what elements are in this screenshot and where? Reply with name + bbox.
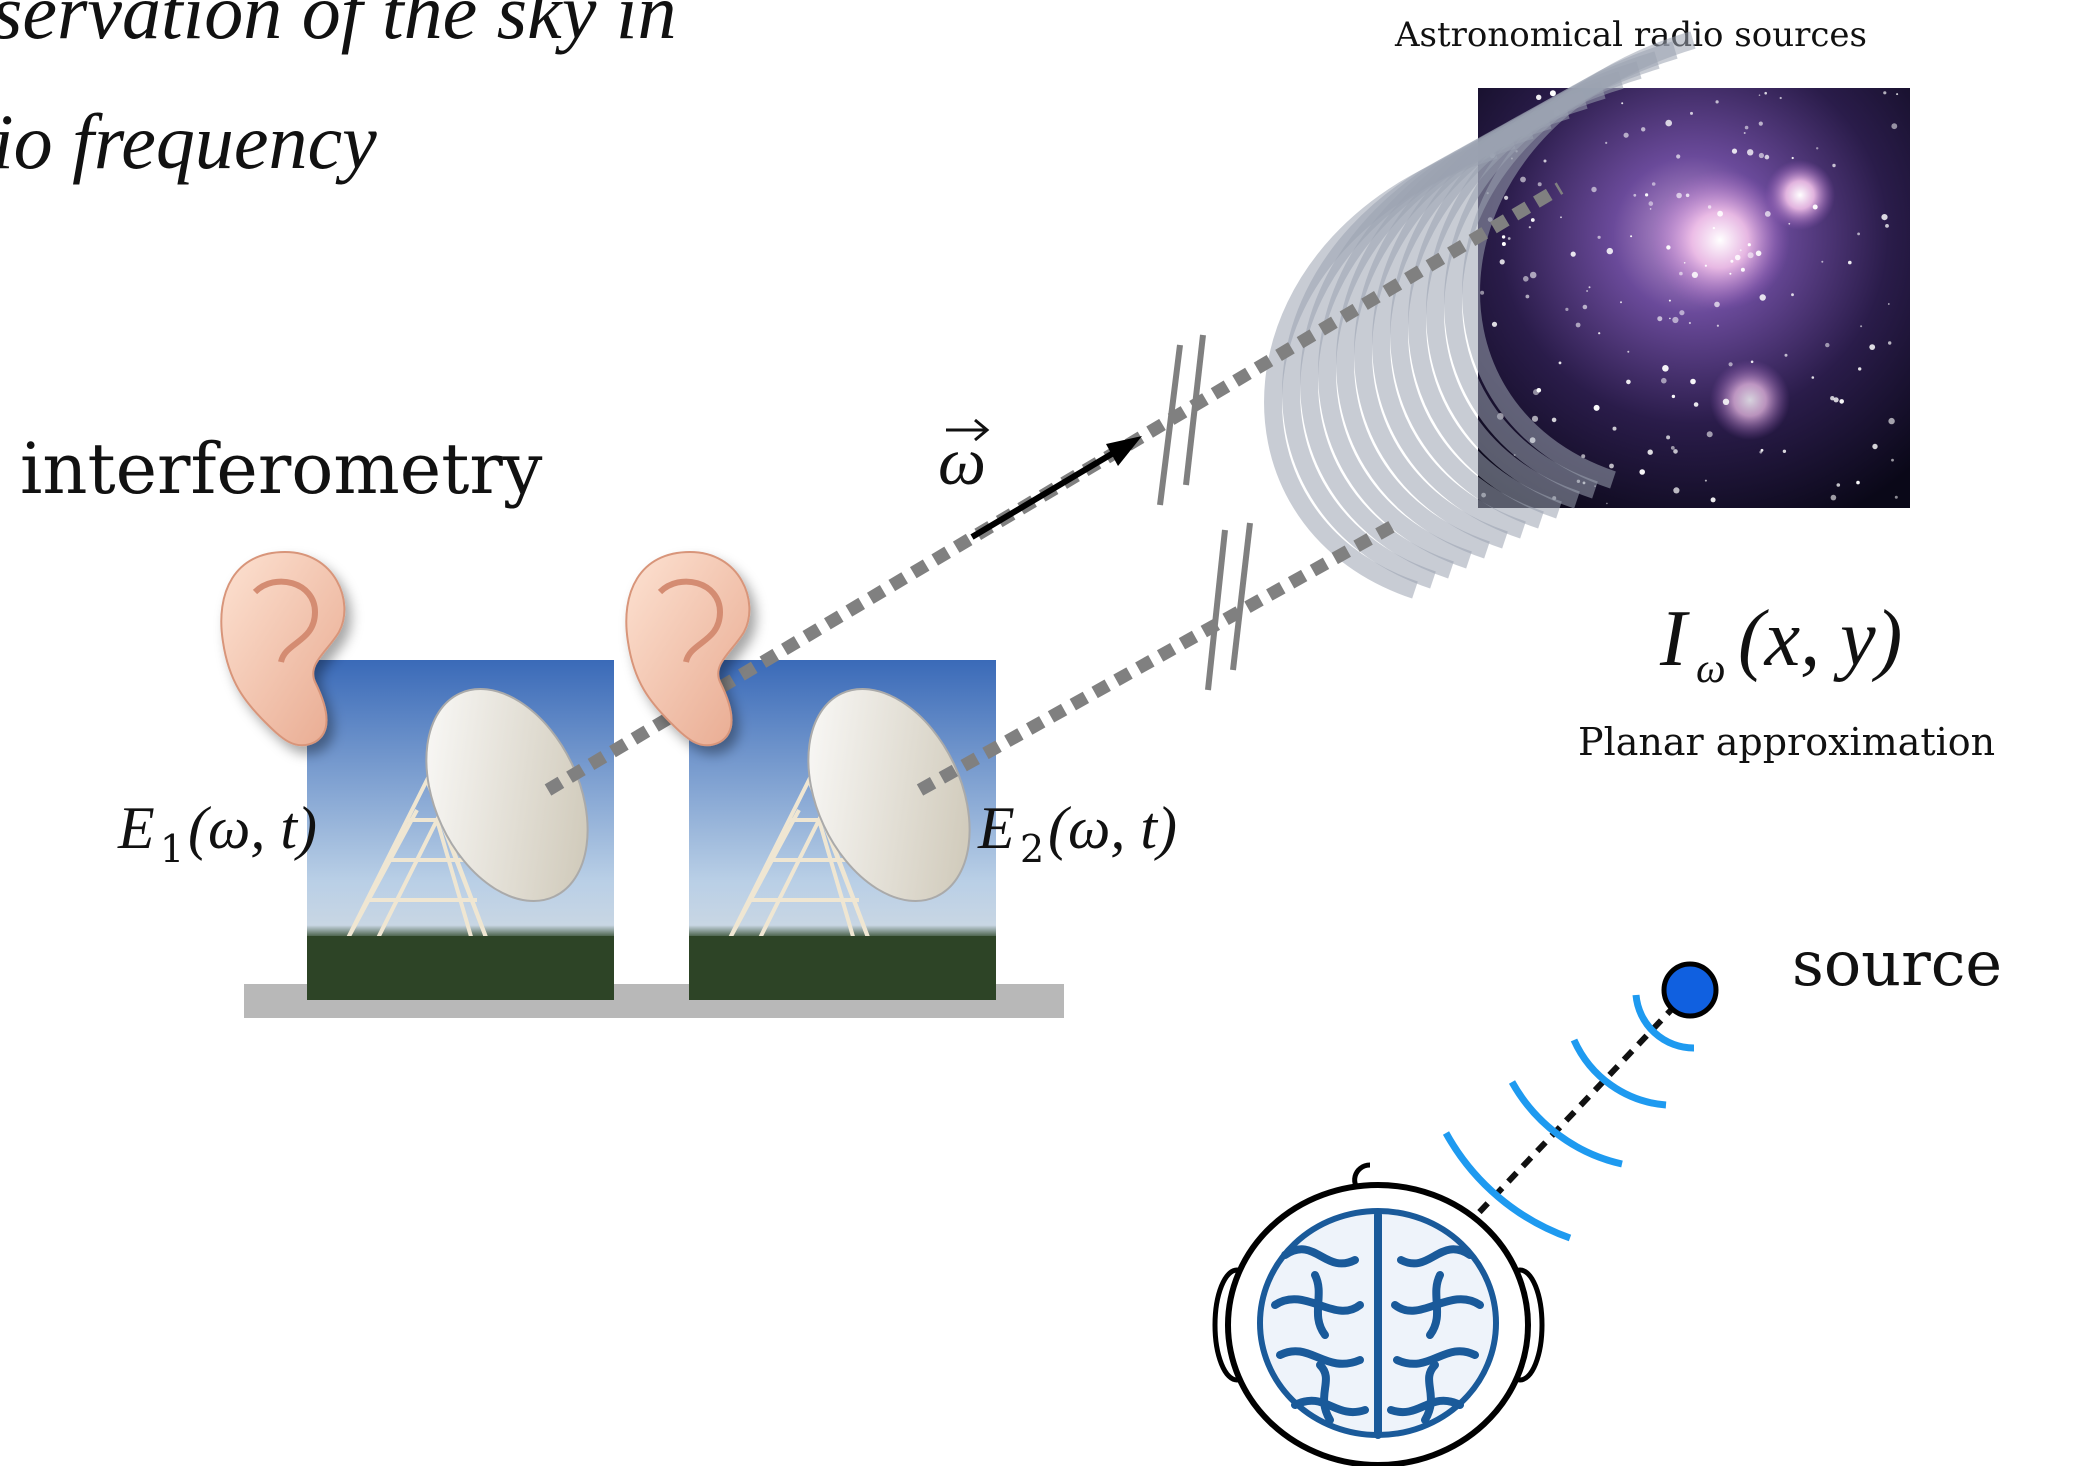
- signal-path-2: [916, 516, 1404, 796]
- ear-icon: [220, 550, 346, 747]
- svg-text:E: E: [117, 795, 155, 861]
- source-dot: [1661, 961, 1719, 1019]
- brain-head-icon: [1212, 1162, 1545, 1466]
- direction-arrow: [970, 436, 1142, 540]
- ear-icon: [625, 550, 751, 747]
- vector-arrow-icon: [946, 418, 990, 442]
- title-line-2: io frequency: [0, 98, 377, 185]
- svg-text:I: I: [1659, 595, 1690, 683]
- svg-text:(ω, t): (ω, t): [1048, 795, 1177, 861]
- sound-wave-arcs: [1442, 994, 1695, 1242]
- planar-approximation-label: Planar approximation: [1578, 720, 1995, 764]
- svg-text:ω: ω: [1696, 646, 1726, 692]
- e2-label: E 2 (ω, t): [977, 795, 1177, 871]
- wavefront-tick-marks: [1157, 334, 1253, 691]
- radio-telescope-icon: [689, 660, 996, 1000]
- svg-text:(x, y): (x, y): [1738, 595, 1902, 683]
- svg-text:1: 1: [160, 827, 184, 871]
- radio-telescope-icon: [307, 660, 614, 1000]
- interferometry-label: interferometry: [20, 428, 543, 510]
- svg-text:E: E: [977, 795, 1015, 861]
- radio-sources-label: Astronomical radio sources: [1394, 15, 1867, 55]
- title-line-1: servation of the sky in: [0, 0, 677, 55]
- svg-text:2: 2: [1020, 827, 1044, 871]
- omega-symbol: ω: [938, 423, 986, 499]
- svg-text:(ω, t): (ω, t): [188, 795, 317, 861]
- e1-label: E 1 (ω, t): [117, 795, 317, 871]
- intensity-label: I ω (x, y): [1659, 595, 1902, 692]
- wavefront-arcs: [1264, 31, 1696, 599]
- source-label: source: [1792, 927, 2002, 1000]
